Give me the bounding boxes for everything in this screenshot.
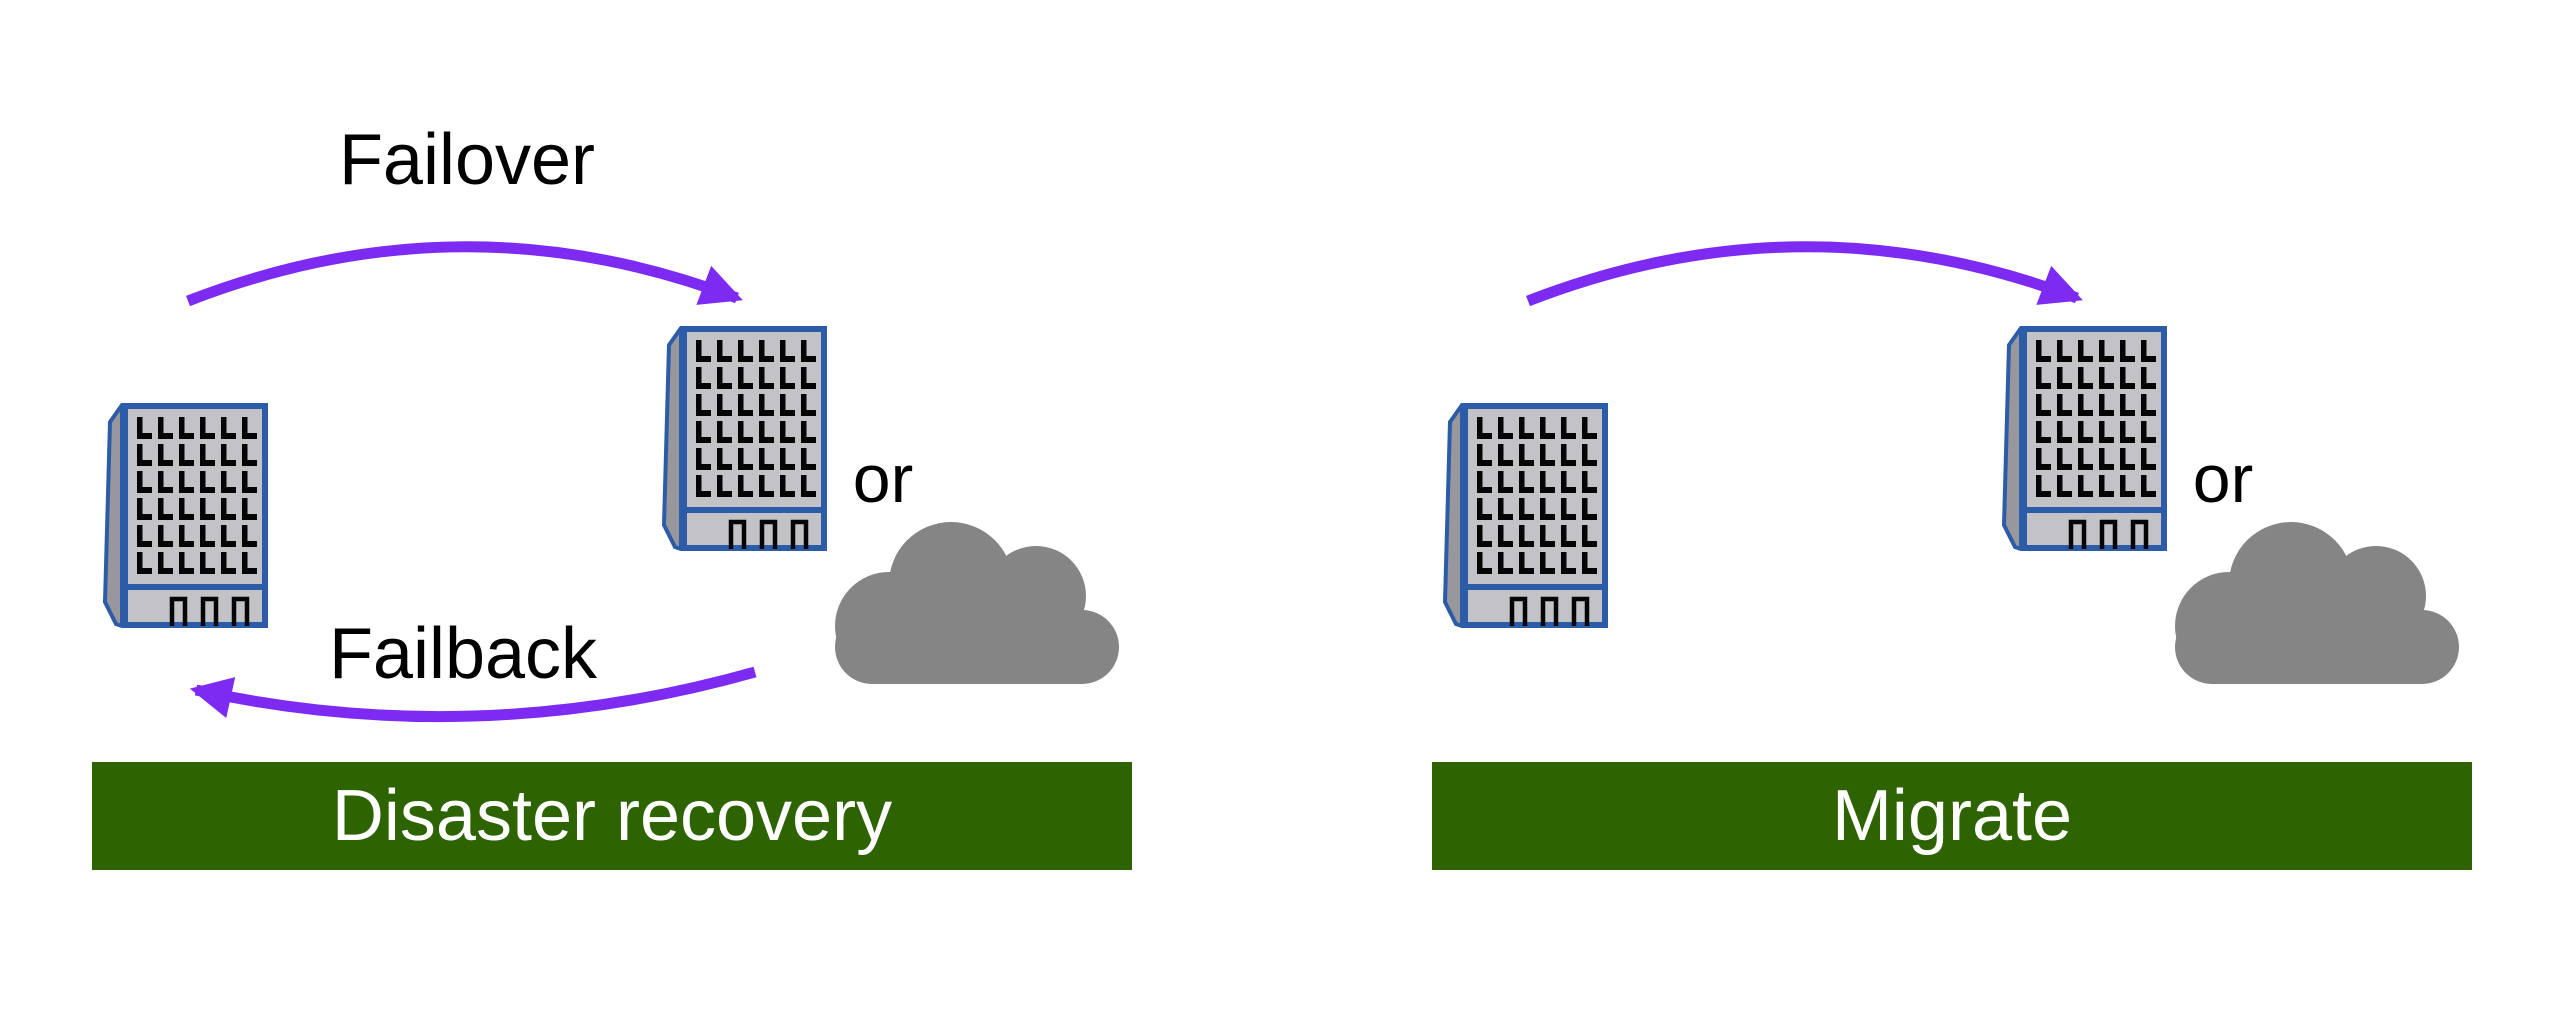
recovery-site-building-icon [662, 326, 827, 551]
primary-site-building-icon [103, 403, 268, 628]
failover-arrow-icon [186, 241, 743, 307]
cloud-icon [2173, 520, 2461, 684]
target-site-building-icon [2002, 326, 2167, 551]
migrate-banner: Migrate [1432, 762, 2472, 870]
source-site-building-icon [1443, 403, 1608, 628]
or-label: or [2192, 441, 2254, 517]
migrate-arrow-icon [1526, 241, 2083, 307]
or-label: or [852, 441, 914, 517]
failover-label: Failover [338, 120, 596, 200]
cloud-icon [833, 520, 1121, 684]
failback-arrow-icon [189, 666, 757, 723]
disaster-recovery-banner-label: Disaster recovery [331, 776, 893, 856]
migrate-banner-label: Migrate [1831, 776, 2073, 856]
panel-migrate: or Migrate [1432, 0, 2472, 1024]
disaster-recovery-banner: Disaster recovery [92, 762, 1132, 870]
panel-disaster-recovery: Failover or Failback Disaster recovery [92, 0, 1132, 1024]
failback-label: Failback [328, 614, 598, 694]
